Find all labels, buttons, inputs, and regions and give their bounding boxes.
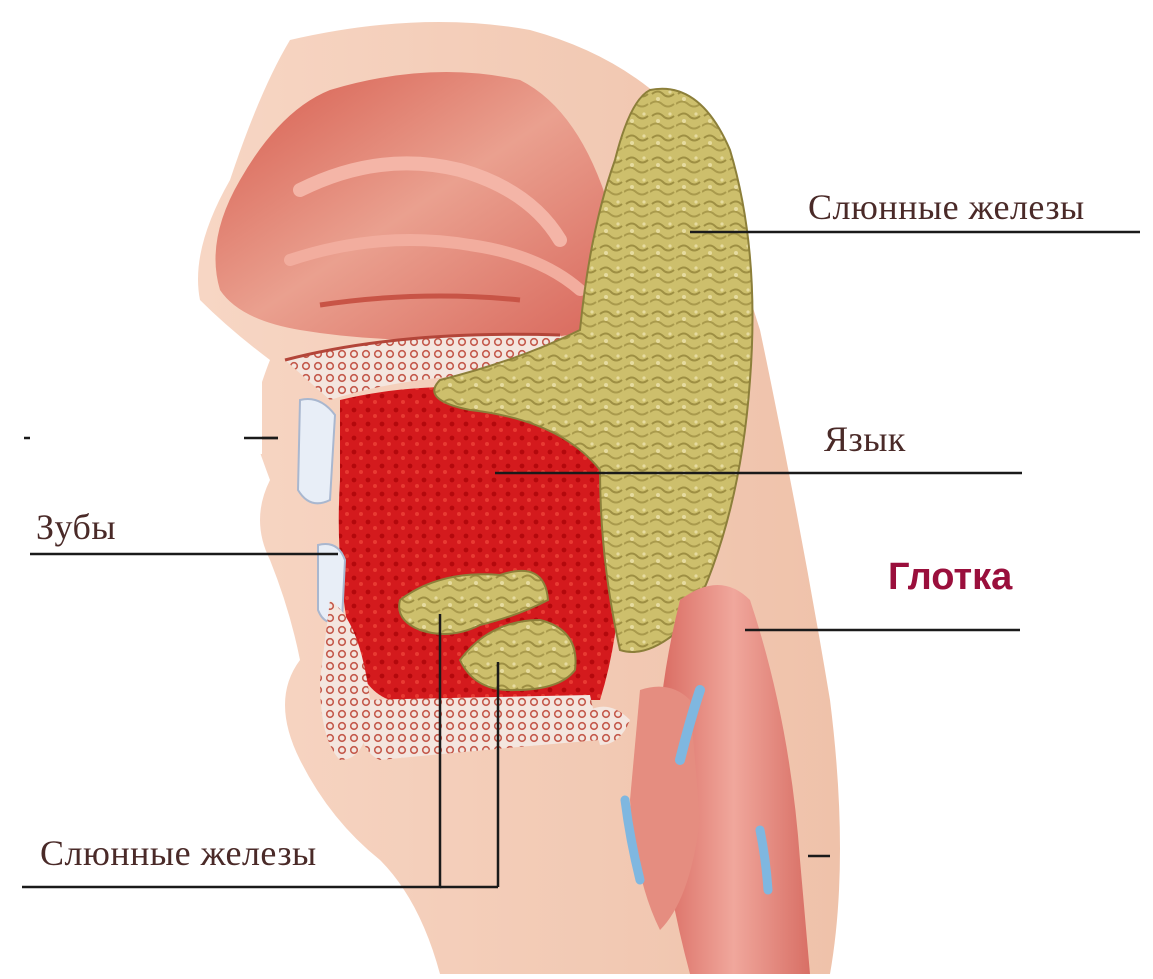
label-teeth: Зубы bbox=[36, 506, 116, 548]
label-pharynx: Глотка bbox=[888, 556, 1012, 599]
label-salivary-glands-top: Слюнные железы bbox=[808, 186, 1085, 228]
label-tongue: Язык bbox=[824, 418, 906, 460]
label-salivary-glands-bottom: Слюнные железы bbox=[40, 832, 317, 874]
